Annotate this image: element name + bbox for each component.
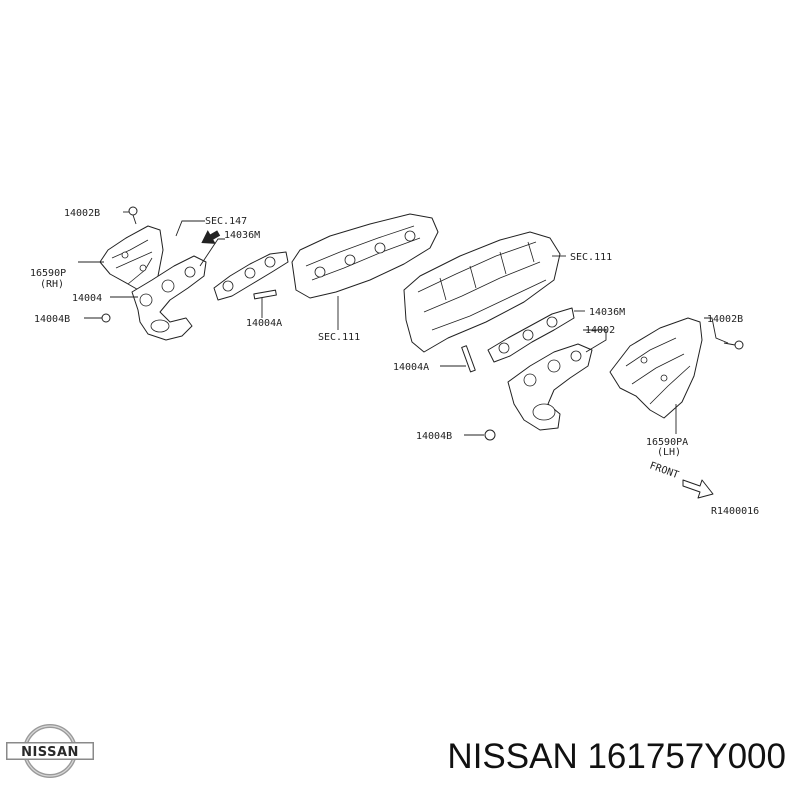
label-16590pa: 16590PA	[646, 437, 688, 448]
exhaust-manifold-rh	[131, 255, 207, 341]
label-sec111-lh: SEC.111	[570, 252, 612, 263]
cylinder-head-rh	[291, 213, 439, 299]
part-number-caption: NISSAN 161757Y000	[447, 737, 786, 776]
bolt-14002b-rh	[128, 206, 138, 225]
bolt-14002b-lh	[723, 340, 744, 350]
gasket-lh	[487, 307, 575, 363]
label-14002b-lh: 14002B	[707, 314, 743, 325]
nut-14004b-lh	[484, 429, 496, 441]
stud-lh	[461, 345, 476, 373]
label-14004b-lh: 14004B	[416, 431, 452, 442]
label-16590p: 16590P	[30, 268, 66, 279]
gasket-rh	[213, 251, 289, 301]
label-14036m-rh: 14036M	[224, 230, 260, 241]
nissan-logo-text: NISSAN	[21, 745, 79, 760]
label-14002: 14002	[585, 325, 615, 336]
label-lh: (LH)	[657, 447, 681, 458]
label-14004a-rh: 14004A	[246, 318, 282, 329]
heat-shield-rh	[99, 225, 164, 299]
label-rh: (RH)	[40, 279, 64, 290]
stud-rh	[253, 289, 277, 300]
heat-shield-lh	[609, 317, 703, 419]
label-14004b-rh: 14004B	[34, 314, 70, 325]
label-14004: 14004	[72, 293, 102, 304]
label-14004a-lh: 14004A	[393, 362, 429, 373]
exhaust-manifold-lh	[507, 343, 593, 431]
label-front: FRONT	[648, 460, 680, 481]
front-arrow	[682, 479, 714, 499]
nissan-logo: NISSAN	[6, 724, 94, 778]
nut-14004b-rh	[101, 313, 111, 323]
leader-lines	[78, 211, 729, 436]
sec147-arrow	[201, 230, 221, 244]
label-sec147: SEC.147	[205, 216, 247, 227]
label-r1400016: R1400016	[711, 506, 759, 517]
cylinder-head-lh	[403, 231, 561, 353]
label-14002b-rh: 14002B	[64, 208, 100, 219]
label-sec111-rh: SEC.111	[318, 332, 360, 343]
label-14036m-lh: 14036M	[589, 307, 625, 318]
